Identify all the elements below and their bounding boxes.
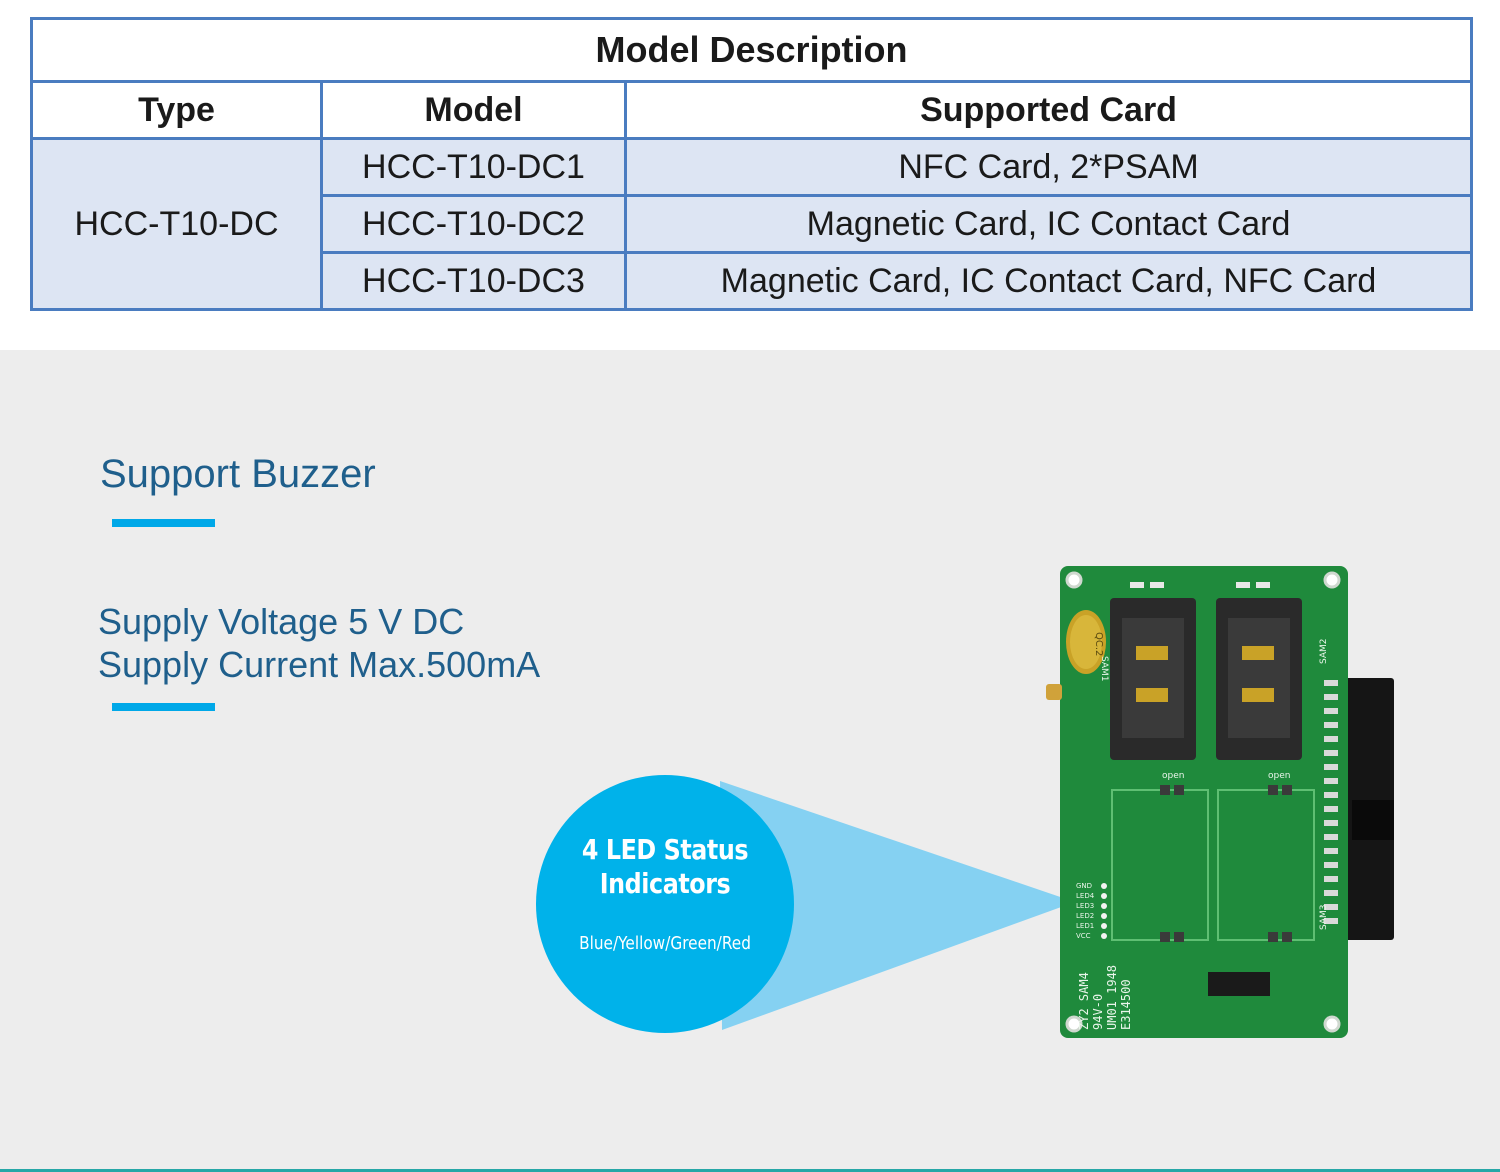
card-cell: Magnetic Card, IC Contact Card, NFC Card — [623, 251, 1474, 311]
sam-label: SAM3 — [1319, 904, 1329, 930]
cert-text: ZY2 SAM4 — [1077, 972, 1091, 1030]
cert-text: 94V-0 — [1091, 994, 1105, 1030]
pin-label: LED2 — [1076, 912, 1094, 920]
cert-text: UM01 1948 — [1105, 965, 1119, 1030]
buzzer-feature-title: Support Buzzer — [100, 452, 376, 496]
model-description-table: Model Description Type Model Supported C… — [29, 17, 1474, 311]
header-model: Model — [320, 80, 627, 140]
accent-bar — [112, 519, 215, 527]
supply-voltage-text: Supply Voltage 5 V DC — [98, 601, 465, 642]
model-cell: HCC-T10-DC2 — [320, 194, 627, 254]
pin-label: VCC — [1076, 932, 1091, 940]
feature-section: Support Buzzer Supply Voltage 5 V DC Sup… — [0, 350, 1500, 1172]
open-label: open — [1162, 771, 1184, 781]
pin-label: LED3 — [1076, 902, 1094, 910]
cert-text: E314500 — [1119, 979, 1133, 1030]
model-cell: HCC-T10-DC3 — [320, 251, 627, 311]
type-cell: HCC-T10-DC — [30, 137, 323, 311]
callout-title: 4 LED Status Indicators — [555, 833, 774, 901]
sam-label: SAM2 — [1319, 638, 1329, 664]
card-cell: NFC Card, 2*PSAM — [623, 137, 1474, 197]
accent-bar — [112, 703, 215, 711]
card-cell: Magnetic Card, IC Contact Card — [623, 194, 1474, 254]
callout-subtitle: Blue/Yellow/Green/Red — [579, 933, 751, 954]
table-row: HCC-T10-DC HCC-T10-DC1 NFC Card, 2*PSAM — [30, 137, 1474, 311]
table-row: HCC-T10-DC3 Magnetic Card, IC Contact Ca… — [32, 251, 1474, 311]
header-supported-card: Supported Card — [623, 80, 1474, 140]
bottom-divider — [0, 1169, 1500, 1172]
table-row: HCC-T10-DC2 Magnetic Card, IC Contact Ca… — [32, 194, 1474, 254]
sam-label: SAM1 — [1099, 656, 1109, 682]
callout-title-line1: 4 LED Status — [581, 833, 749, 866]
pin-label: GND — [1076, 882, 1092, 890]
open-label: open — [1268, 771, 1290, 781]
callout-beam — [720, 781, 1075, 1030]
supply-current-text: Supply Current Max.500mA — [98, 644, 541, 685]
led-callout-circle: 4 LED Status Indicators Blue/Yellow/Gree… — [536, 775, 794, 1033]
header-type: Type — [30, 80, 323, 140]
table-title: Model Description — [29, 17, 1474, 83]
pin-label: LED1 — [1076, 922, 1094, 930]
pcb-board-image: QC.2 — [1046, 566, 1394, 1038]
buzzer-label: QC.2 — [1093, 632, 1104, 656]
model-cell: HCC-T10-DC1 — [320, 137, 627, 197]
pin-label: LED4 — [1076, 892, 1095, 900]
callout-title-line2: Indicators — [599, 867, 731, 900]
